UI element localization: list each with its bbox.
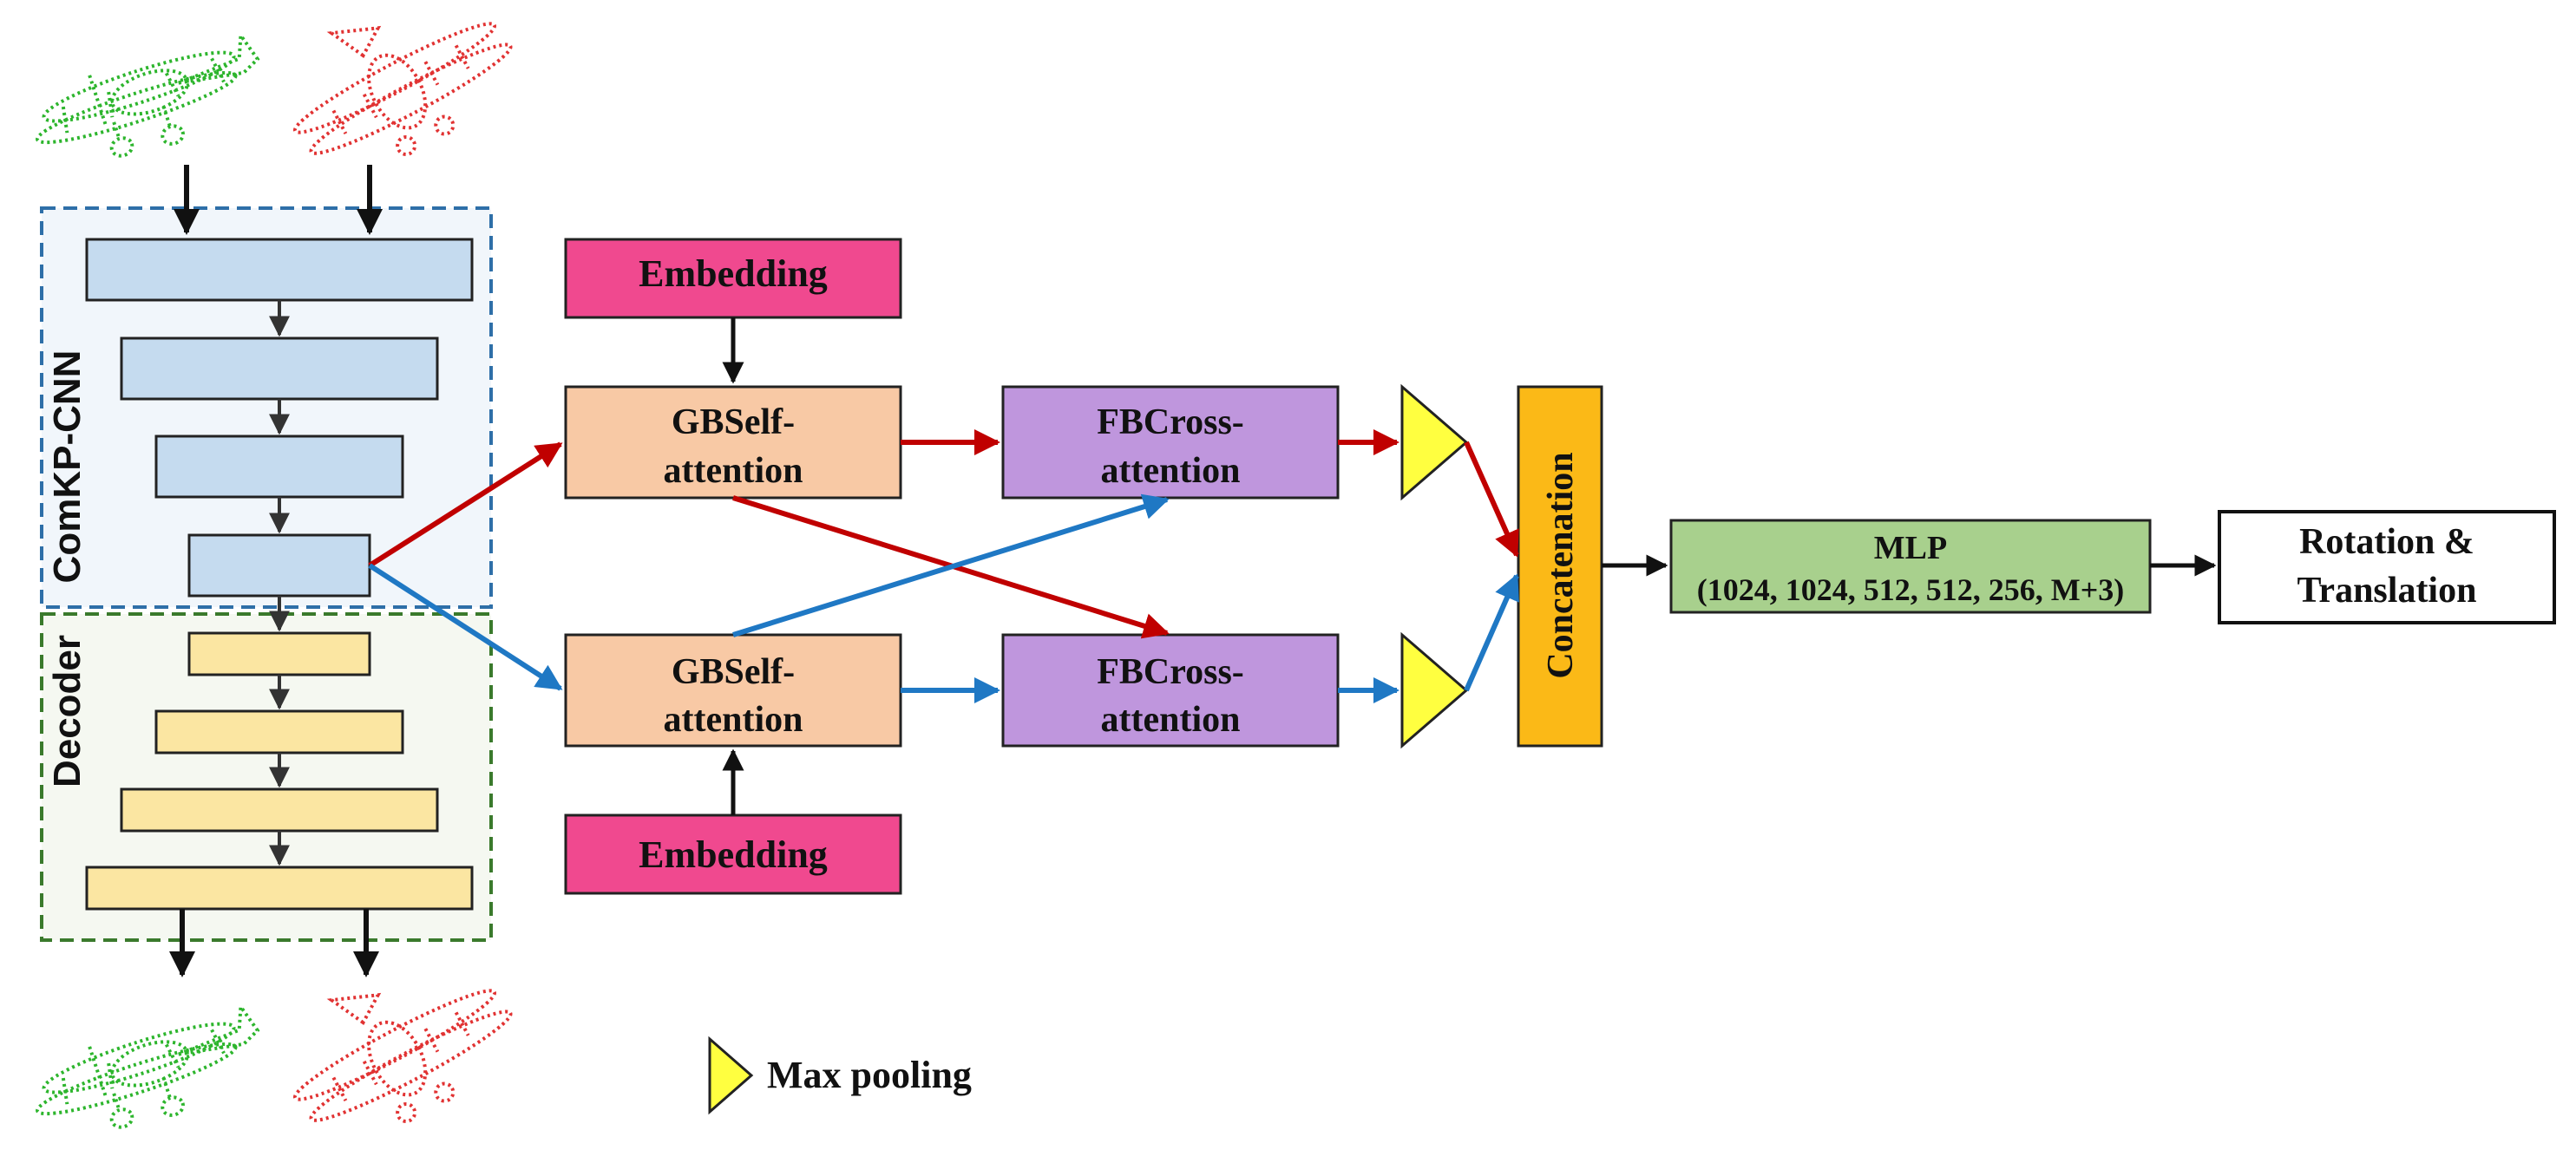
encoder-layer-1 (85, 238, 474, 302)
svg-text:attention: attention (1101, 451, 1241, 491)
svg-text:FBCross-: FBCross- (1097, 402, 1244, 442)
svg-text:Embedding: Embedding (639, 252, 828, 295)
decoder-layer-2 (154, 709, 404, 755)
max-pool-top-icon (1400, 383, 1469, 501)
source-plane-bottom-icon (36, 1002, 260, 1129)
legend-max-pool-label: Max pooling (767, 1054, 972, 1096)
svg-text:attention: attention (1101, 700, 1241, 740)
encoder-layer-4 (187, 533, 371, 598)
svg-text:Concatenation: Concatenation (1541, 452, 1581, 678)
blue-flow-arrows (368, 493, 1519, 703)
svg-text:(1024, 1024, 512, 512, 256, M+: (1024, 1024, 512, 512, 256, M+3) (1697, 572, 2124, 607)
svg-text:Rotation &: Rotation & (2299, 522, 2474, 562)
encoder-layer-3 (154, 434, 404, 499)
mlp-box: MLP (1024, 1024, 512, 512, 256, M+3) (1669, 519, 2152, 614)
encoder-label: ComKP-CNN (46, 350, 88, 584)
target-plane-bottom-icon (292, 989, 513, 1123)
black-flow-arrows (722, 317, 2217, 815)
svg-text:GBSelf-: GBSelf- (672, 402, 795, 442)
decoder-layer-4 (85, 866, 474, 911)
io-arrows (169, 165, 383, 977)
encoder-layer-2 (120, 336, 439, 401)
legend: Max pooling (708, 1036, 972, 1115)
legend-max-pool-icon (708, 1036, 754, 1115)
target-plane-top-icon (292, 22, 513, 156)
svg-text:Translation: Translation (2297, 571, 2477, 611)
svg-text:Embedding: Embedding (639, 833, 828, 876)
self-attention-bottom-box: GBSelf- attention (564, 633, 902, 748)
svg-text:GBSelf-: GBSelf- (672, 652, 795, 692)
decoder-layer-3 (120, 787, 439, 833)
svg-text:attention: attention (664, 451, 803, 491)
cross-attention-top-box: FBCross- attention (1001, 385, 1340, 500)
svg-text:FBCross-: FBCross- (1097, 652, 1244, 692)
concatenation-box: Concatenation (1517, 385, 1603, 748)
max-pool-bottom-icon (1400, 631, 1469, 749)
decoder-label: Decoder (46, 635, 88, 787)
svg-text:attention: attention (664, 700, 803, 740)
self-attention-top-box: GBSelf- attention (564, 385, 902, 500)
embedding-top-box: Embedding (564, 238, 902, 319)
output-box: Rotation & Translation (2218, 510, 2556, 624)
decoder-layer-1 (187, 631, 371, 676)
red-flow-arrows (368, 429, 1519, 639)
embedding-bottom-box: Embedding (564, 813, 902, 895)
cross-attention-bottom-box: FBCross- attention (1001, 633, 1340, 748)
svg-text:MLP: MLP (1874, 530, 1947, 566)
source-plane-top-icon (36, 30, 260, 158)
